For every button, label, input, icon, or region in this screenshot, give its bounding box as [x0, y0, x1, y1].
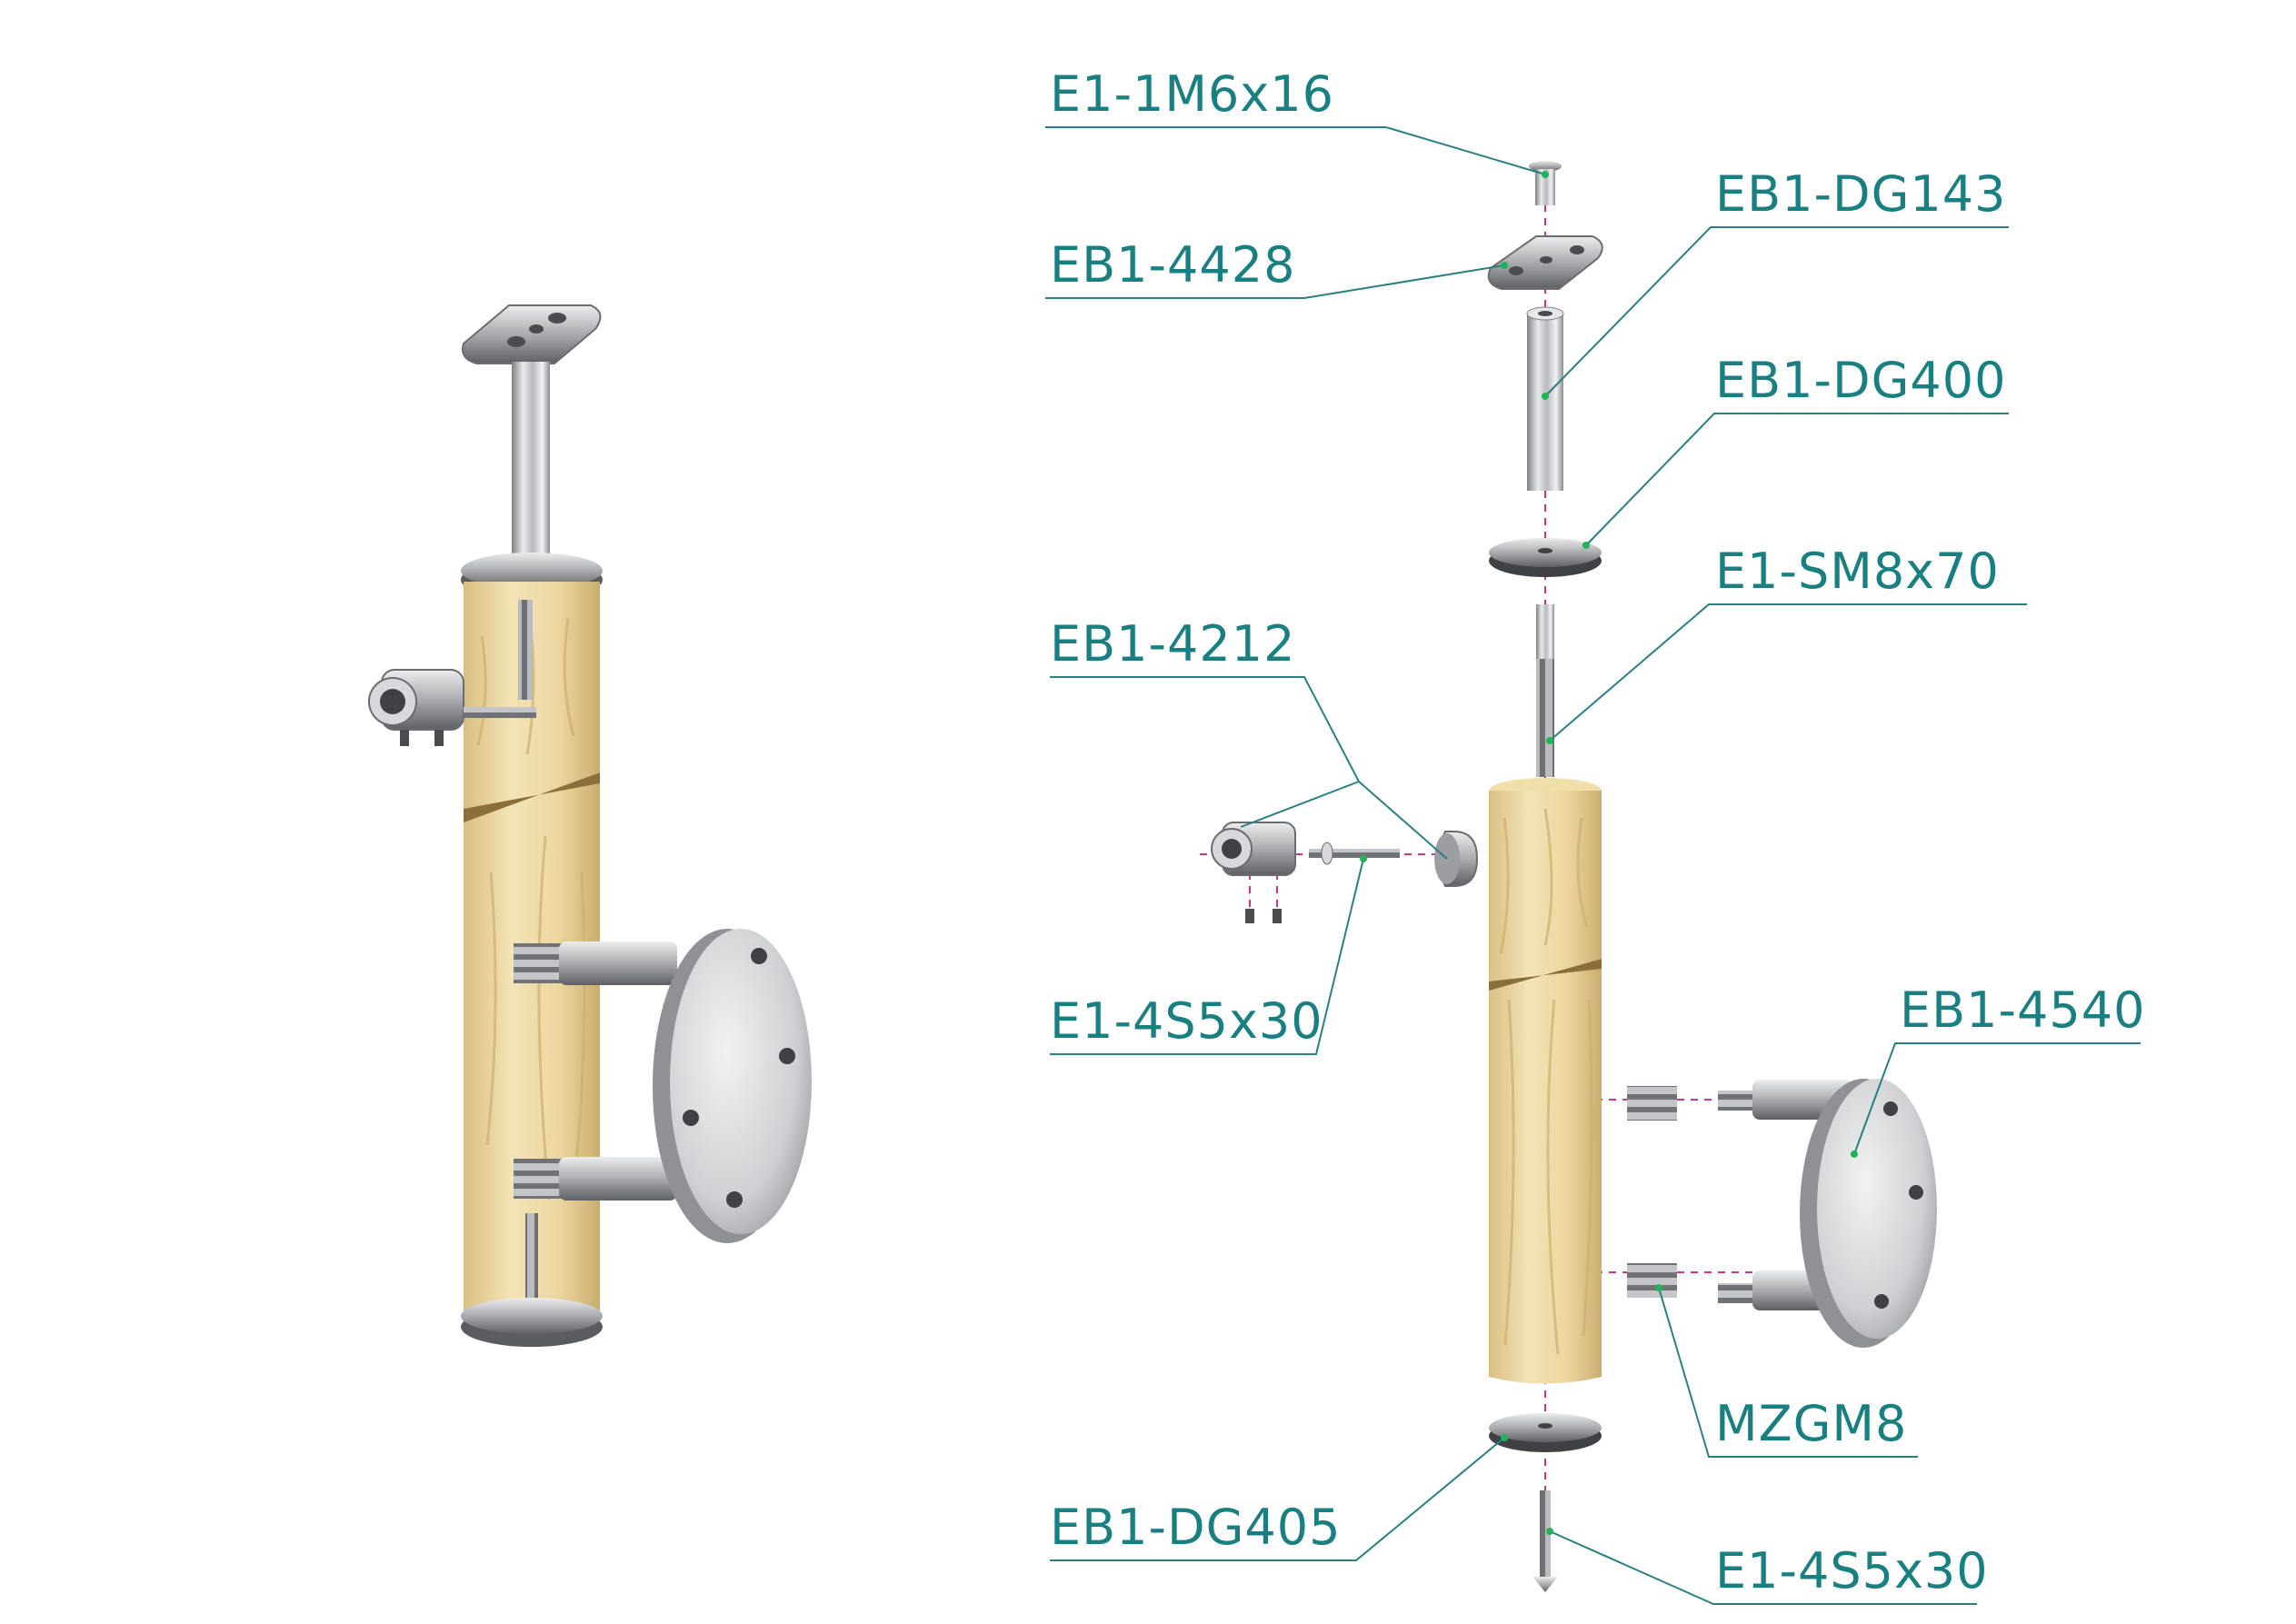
assembled-wall-bracket [514, 929, 812, 1243]
leader-eb1-4428 [1045, 264, 1505, 299]
assembled-side-holder [368, 669, 536, 746]
assembled-handrail-saddle [462, 304, 602, 364]
leader-lines [1045, 126, 2141, 1605]
label-e1-4s5x30-left: E1-4S5x30 [1050, 992, 1323, 1050]
label-mzgm8: MZGM8 [1715, 1395, 1907, 1452]
label-eb1-dg405: EB1-DG405 [1050, 1499, 1342, 1556]
leader-eb1-4540 [1853, 1042, 2141, 1155]
label-e1-4s5x30-bottom: E1-4S5x30 [1715, 1542, 1989, 1599]
label-e1-sm8x70: E1-SM8x70 [1715, 543, 2000, 600]
leader-e1-sm8x70 [1549, 603, 2027, 742]
label-eb1-4540: EB1-4540 [1900, 981, 2145, 1039]
leader-eb1-dg405 [1050, 1437, 1505, 1561]
assembled-bottom-disc [461, 1298, 603, 1347]
marker-dots [1360, 171, 1858, 1535]
part-saddle-plate [1487, 235, 1603, 290]
label-eb1-4212: EB1-4212 [1050, 615, 1295, 673]
part-wood-screw-bottom [1532, 1490, 1558, 1592]
part-threaded-insert-lower [1627, 1263, 1677, 1298]
part-holder-cap [1434, 831, 1479, 887]
part-wood-post [1489, 778, 1602, 1384]
assembled-view [368, 304, 812, 1347]
part-top-disc [1489, 538, 1602, 577]
leader-eb1-dg143 [1544, 226, 2009, 397]
leader-eb1-dg400 [1585, 413, 2009, 546]
part-threaded-insert-upper [1627, 1086, 1677, 1121]
label-eb1-dg143: EB1-DG143 [1715, 165, 2007, 223]
part-bottom-disc [1489, 1413, 1602, 1452]
part-countersunk-screw-top [1529, 161, 1562, 205]
leader-eb1-4212-branch [1240, 781, 1360, 828]
leader-e1-4s5x30-left [1050, 858, 1364, 1055]
part-support-tube [1526, 306, 1564, 491]
part-holder-screw [1309, 842, 1400, 865]
part-cable-holder [1211, 822, 1296, 923]
label-eb1-4428: EB1-4428 [1050, 236, 1295, 294]
part-labels: E1-1M6x16 EB1-4428 EB1-DG143 EB1-DG400 E… [1050, 65, 2145, 1599]
label-eb1-dg400: EB1-DG400 [1715, 352, 2007, 409]
label-e1-1m6x16: E1-1M6x16 [1050, 65, 1334, 123]
leader-eb1-4212 [1050, 676, 1448, 860]
leader-e1-4s5x30-bottom [1549, 1530, 1977, 1605]
leader-e1-1m6x16 [1045, 126, 1546, 175]
assembled-support-rod [512, 362, 550, 571]
assembled-bottom-screw [525, 1213, 538, 1300]
leader-mzgm8 [1658, 1287, 1918, 1458]
assembled-top-screw [518, 600, 533, 700]
exploded-view [1200, 161, 1937, 1592]
part-wall-bracket [1718, 1079, 1937, 1348]
part-threaded-stud [1536, 604, 1554, 777]
